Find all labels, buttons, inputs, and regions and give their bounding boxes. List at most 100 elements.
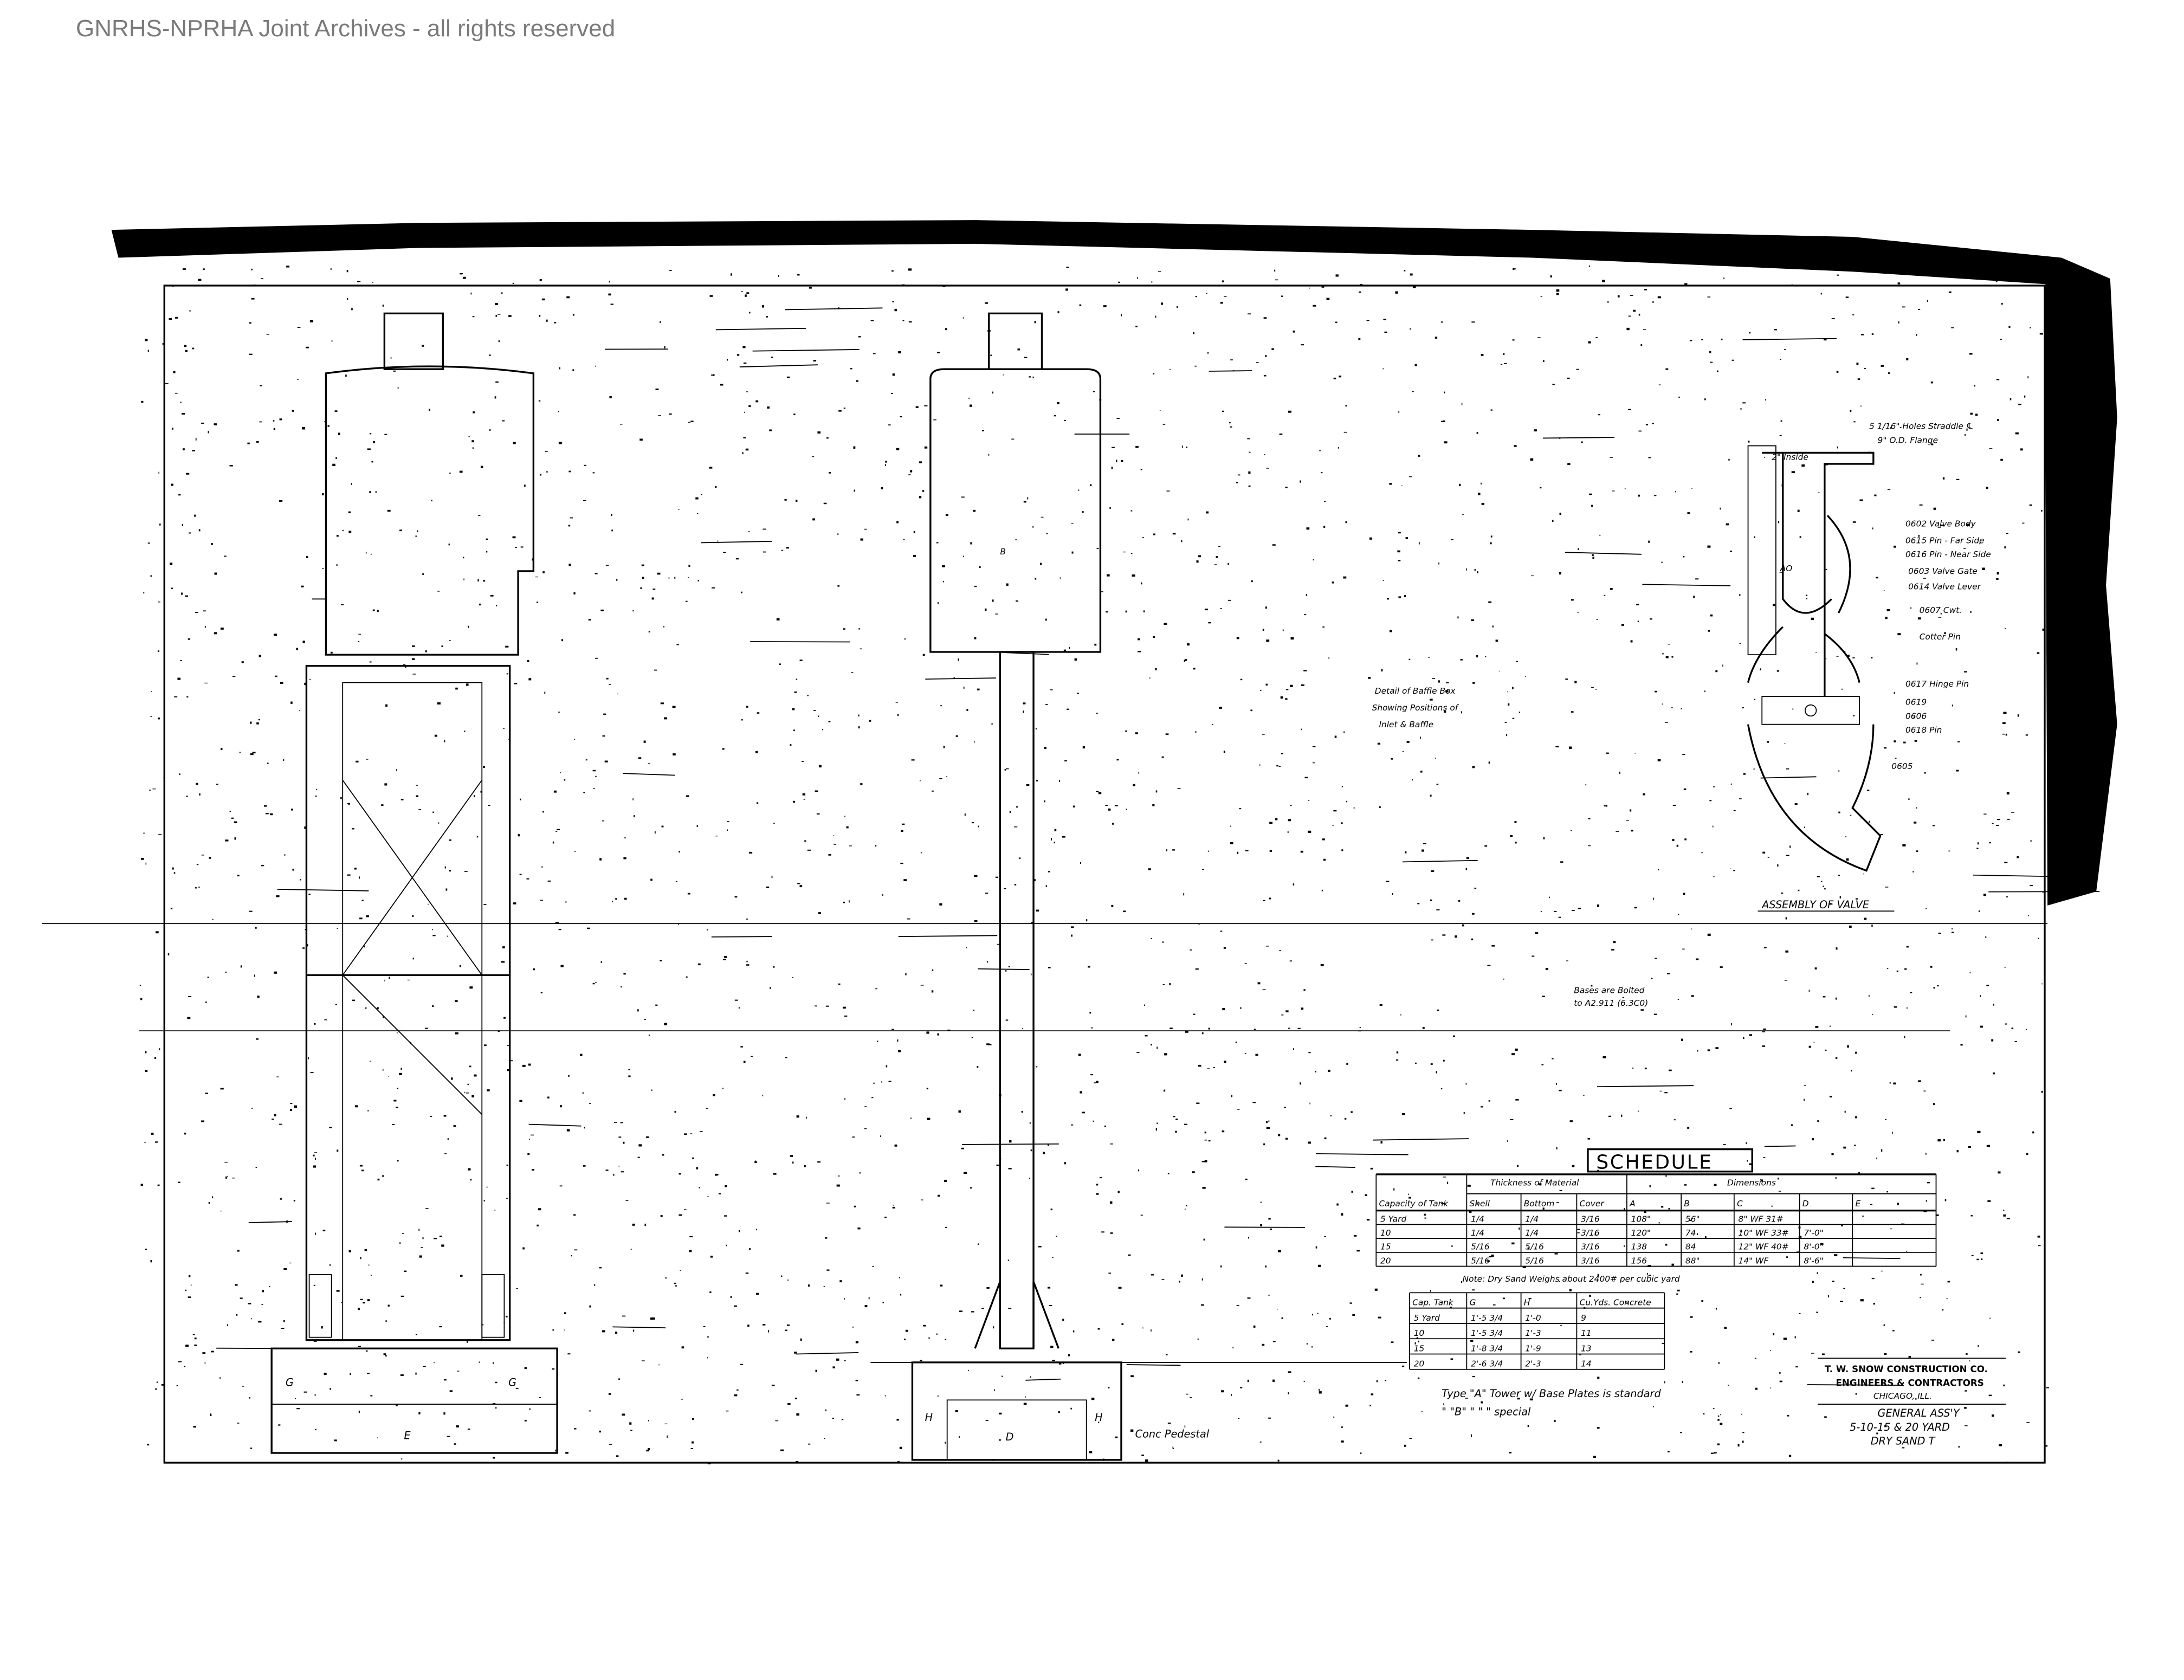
scan-speck: [174, 696, 178, 697]
scan-speck: [872, 1265, 874, 1267]
scan-speck: [1964, 434, 1966, 436]
scan-speck: [1779, 435, 1782, 436]
scan-speck: [1572, 1165, 1575, 1167]
scan-speck: [1489, 1256, 1492, 1258]
scan-speck: [1471, 321, 1475, 323]
scan-speck: [2005, 1023, 2007, 1025]
scan-speck: [1421, 849, 1424, 852]
scan-speck: [741, 291, 743, 293]
scan-speck: [1333, 810, 1337, 812]
scan-speck: [1315, 1070, 1316, 1072]
scan-speck: [1786, 855, 1789, 856]
scan-speck: [1540, 487, 1542, 489]
scan-speck: [908, 321, 912, 323]
scan-speck: [599, 1430, 602, 1433]
scan-speck: [856, 1394, 860, 1396]
scan-speck: [813, 709, 816, 711]
scan-speck: [888, 1081, 891, 1082]
scan-speck: [1519, 712, 1521, 713]
scan-speck: [1130, 553, 1133, 554]
scan-speck: [1048, 967, 1051, 968]
scan-speck: [1906, 946, 1909, 948]
scan-speck: [1153, 533, 1155, 535]
scan-speck: [1317, 1313, 1319, 1314]
scan-speck: [1743, 773, 1746, 775]
scan-speck: [385, 1355, 387, 1357]
scan-speck: [1636, 604, 1639, 605]
drawing-label: Detail of Baffle Box: [1375, 686, 1456, 696]
foundation-cell: 15: [1414, 1343, 1425, 1353]
scan-speck: [1066, 266, 1069, 268]
scan-speck: [1184, 660, 1185, 662]
scan-speck: [899, 1446, 902, 1449]
drawing-linework: [1747, 724, 1882, 872]
scan-speck: [611, 514, 612, 516]
scan-speck: [558, 411, 559, 412]
scan-speck: [1332, 581, 1334, 584]
scan-speck: [797, 883, 800, 884]
scan-speck: [1110, 1232, 1113, 1234]
scan-speck: [641, 1360, 645, 1361]
scan-speck: [381, 804, 384, 806]
scan-speck: [466, 683, 469, 686]
scan-speck: [1587, 1138, 1591, 1140]
scan-speck: [1206, 293, 1207, 294]
scan-speck: [290, 701, 293, 704]
scan-streak: [796, 1352, 859, 1355]
scan-speck: [1466, 568, 1467, 571]
scan-speck: [1112, 823, 1114, 825]
scan-speck: [259, 421, 262, 423]
scan-speck: [1948, 850, 1950, 852]
scan-speck: [681, 1346, 684, 1349]
scan-speck: [1571, 599, 1574, 601]
scan-speck: [713, 1094, 715, 1096]
scan-speck: [377, 1178, 380, 1181]
scan-speck: [1346, 1063, 1348, 1065]
scan-speck: [1118, 281, 1120, 283]
scan-speck: [229, 811, 231, 812]
scan-speck: [1438, 562, 1439, 565]
scan-speck: [1604, 805, 1606, 807]
scan-speck: [140, 1184, 143, 1186]
scan-speck: [1876, 1432, 1878, 1435]
scan-speck: [1290, 684, 1293, 687]
scan-speck: [430, 1116, 432, 1117]
scan-speck: [1862, 1216, 1864, 1217]
scan-speck: [1886, 609, 1890, 611]
scan-speck: [334, 410, 338, 412]
scan-speck: [664, 1023, 667, 1025]
scan-speck: [903, 879, 907, 881]
scan-speck: [763, 528, 766, 530]
scan-speck: [1059, 577, 1061, 579]
scan-speck: [1079, 304, 1082, 306]
scan-speck: [447, 1138, 449, 1140]
scan-speck: [897, 1461, 900, 1462]
scan-speck: [1329, 1318, 1332, 1320]
scan-speck: [1222, 1007, 1225, 1011]
scan-speck: [1992, 1414, 1994, 1417]
scan-speck: [1064, 760, 1067, 762]
scan-speck: [1240, 1007, 1242, 1009]
scan-speck: [1771, 1205, 1773, 1207]
scan-speck: [145, 1249, 147, 1250]
scan-speck: [196, 863, 199, 865]
scan-speck: [568, 525, 571, 527]
scan-speck: [1370, 1167, 1373, 1169]
scan-speck: [817, 431, 821, 434]
scan-speck: [1263, 317, 1267, 319]
scan-speck: [897, 1039, 899, 1042]
scan-speck: [479, 603, 481, 606]
scan-speck: [1321, 472, 1323, 474]
scan-streak: [1542, 437, 1615, 439]
scan-speck: [1156, 1046, 1158, 1049]
scan-speck: [1250, 580, 1253, 582]
scan-speck: [495, 303, 499, 305]
scan-speck: [1293, 330, 1295, 333]
scan-speck: [632, 610, 634, 612]
scan-speck: [727, 829, 728, 831]
scan-speck: [1574, 681, 1577, 683]
scan-speck: [444, 740, 445, 742]
foundation-cell: 5 Yard: [1414, 1313, 1440, 1323]
scan-speck: [1167, 1173, 1169, 1174]
scan-speck: [1812, 1138, 1814, 1141]
